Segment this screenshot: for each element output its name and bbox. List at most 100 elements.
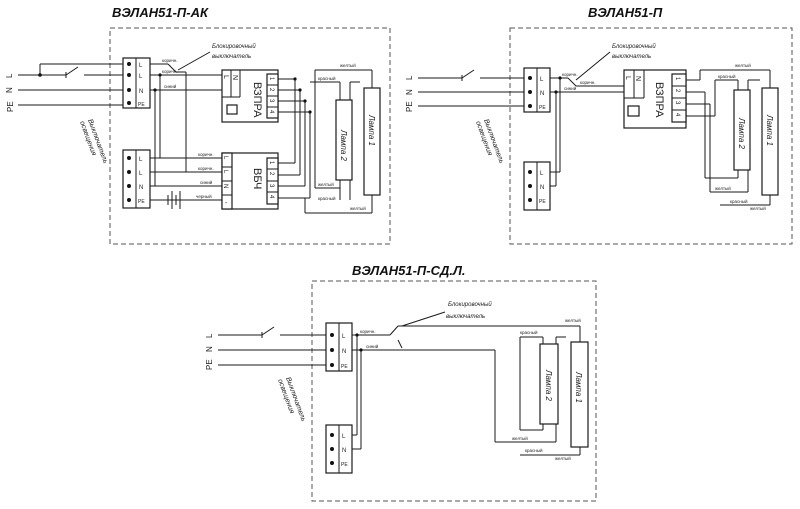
- blocking-switch-label-1: Блокировочный: [212, 43, 256, 50]
- title-ak: ВЭЛАН51-П-АК: [112, 5, 209, 20]
- svg-text:L: L: [205, 333, 214, 338]
- mains-l-label: L: [5, 73, 14, 78]
- svg-text:PE: PE: [341, 462, 348, 468]
- svg-text:4: 4: [674, 113, 680, 117]
- svg-text:L: L: [624, 76, 631, 80]
- svg-text:N: N: [634, 76, 641, 81]
- main-terminal-block: L N PE: [523, 67, 551, 113]
- svg-text:1: 1: [268, 77, 274, 81]
- svg-text:Лампа 2: Лампа 2: [737, 117, 746, 149]
- svg-text:PE: PE: [205, 359, 214, 370]
- lower-terminal-block: L N PE: [325, 424, 353, 474]
- svg-text:N: N: [405, 89, 414, 95]
- svg-text:N: N: [540, 185, 544, 191]
- svg-text:N: N: [139, 185, 143, 191]
- blocking-switch-label-2: выключатель: [212, 54, 251, 60]
- svg-text:красный: красный: [525, 447, 543, 453]
- main-terminal-block: L N PE: [325, 322, 353, 372]
- svg-text:коричн.: коричн.: [580, 80, 596, 85]
- svg-text:синий: синий: [564, 85, 577, 91]
- svg-text:PE: PE: [341, 364, 348, 370]
- lamp-2: Лампа 2: [335, 99, 353, 181]
- svg-text:красный: красный: [520, 329, 538, 335]
- svg-text:4: 4: [268, 110, 274, 114]
- svg-text:коричн.: коричн.: [162, 69, 178, 74]
- svg-text:4: 4: [268, 195, 274, 199]
- vbch-module: L L N - ВБЧ 1 2 3 4: [221, 152, 279, 210]
- main-terminal-block: L L N PE: [122, 57, 151, 109]
- svg-text:Лампа 2: Лампа 2: [339, 129, 348, 161]
- mains-pe-label: PE: [6, 101, 15, 112]
- svg-text:Блокировочный: Блокировочный: [612, 43, 656, 50]
- lamp-2: Лампа 2: [733, 89, 751, 171]
- svg-text:PE: PE: [405, 101, 414, 112]
- lower-terminal-block: L L N PE: [122, 149, 151, 209]
- svg-text:L: L: [222, 75, 229, 79]
- svg-text:Лампа 1: Лампа 1: [765, 114, 774, 146]
- svg-text:2: 2: [268, 88, 274, 92]
- title-sdl: ВЭЛАН51-П-СД.Л.: [352, 263, 466, 278]
- svg-text:PE: PE: [539, 199, 546, 205]
- lamp-1: Лампа 1: [761, 87, 779, 196]
- lower-terminal-block: L N PE: [523, 161, 551, 211]
- svg-text:3: 3: [674, 101, 680, 105]
- svg-text:1: 1: [268, 161, 274, 165]
- svg-text:L: L: [139, 157, 143, 163]
- svg-text:Блокировочный: Блокировочный: [448, 301, 492, 308]
- svg-text:L: L: [540, 171, 544, 177]
- svg-text:желтый: желтый: [555, 455, 571, 461]
- lamp-1: Лампа 1: [570, 341, 589, 448]
- svg-text:желтый: желтый: [750, 205, 766, 211]
- svg-text:выключатель: выключатель: [612, 54, 651, 60]
- enclosure-border: [509, 27, 793, 245]
- svg-text:PE: PE: [539, 105, 546, 111]
- svg-text:коричн.: коричн.: [162, 58, 178, 63]
- svg-text:PE: PE: [138, 199, 145, 205]
- panel-ak: L N PE Выключатель освещения L L N PE: [5, 27, 391, 245]
- svg-text:L: L: [342, 334, 346, 340]
- svg-text:2: 2: [268, 172, 274, 176]
- svg-text:Лампа 2: Лампа 2: [544, 369, 553, 401]
- svg-text:N: N: [222, 184, 228, 188]
- svg-text:черный: черный: [196, 193, 212, 199]
- svg-text:синий: синий: [164, 83, 177, 89]
- svg-text:L: L: [222, 170, 228, 174]
- mains-n-label: N: [5, 87, 14, 93]
- svg-text:синий: синий: [366, 343, 379, 349]
- vbch-name: ВБЧ: [251, 168, 263, 189]
- svg-text:желтый: желтый: [715, 185, 731, 191]
- title-p: ВЭЛАН51-П: [588, 5, 663, 20]
- lamp-2: Лампа 2: [539, 343, 559, 425]
- svg-text:желтый: желтый: [350, 205, 366, 211]
- vzpra-module: L N ВЗПРА 1 2 3 4: [623, 69, 687, 129]
- enclosure-border: [311, 280, 597, 502]
- svg-text:красный: красный: [718, 73, 736, 79]
- svg-text:красный: красный: [318, 75, 336, 81]
- svg-text:N: N: [139, 89, 143, 95]
- light-switch: [461, 69, 475, 81]
- svg-text:коричн.: коричн.: [198, 152, 214, 157]
- svg-text:желтый: желтый: [512, 435, 528, 441]
- svg-text:ВЗПРА: ВЗПРА: [653, 82, 665, 118]
- svg-text:N: N: [540, 91, 544, 97]
- light-switch: [65, 66, 79, 78]
- svg-text:синий: синий: [200, 179, 213, 185]
- svg-text:1: 1: [674, 77, 680, 81]
- svg-text:-: -: [225, 200, 228, 207]
- svg-text:коричн.: коричн.: [198, 166, 214, 171]
- svg-text:L: L: [222, 156, 228, 160]
- vzpra-module: L N ВЗПРА 1 2 3 4: [221, 69, 279, 123]
- light-switch: [261, 326, 275, 338]
- svg-text:3: 3: [268, 99, 274, 103]
- svg-text:красный: красный: [730, 198, 748, 204]
- vzpra-name: ВЗПРА: [251, 82, 263, 118]
- panel-p: L N PE Выключатель освещения L N PE L N …: [405, 27, 793, 245]
- lamp-1: Лампа 1: [363, 87, 381, 196]
- svg-text:N: N: [231, 75, 238, 80]
- svg-text:L: L: [139, 63, 143, 69]
- svg-text:желтый: желтый: [318, 181, 334, 187]
- svg-text:L: L: [342, 434, 346, 440]
- svg-text:коричн.: коричн.: [360, 329, 376, 334]
- svg-text:L: L: [405, 75, 414, 80]
